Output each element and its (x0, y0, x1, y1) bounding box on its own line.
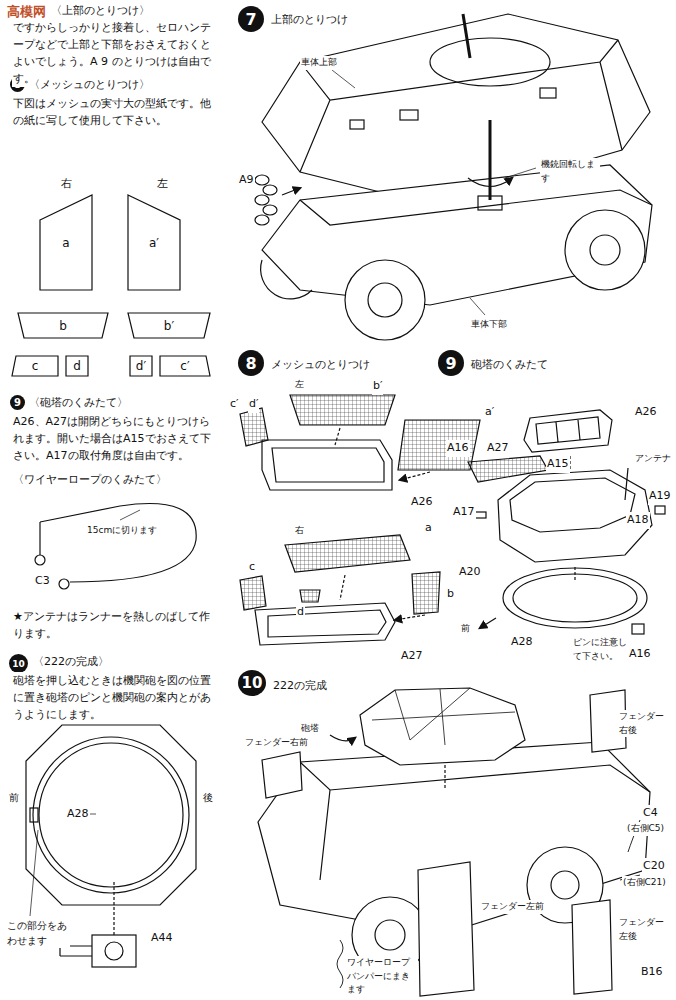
part-label: (右側C5) (626, 822, 665, 836)
part-label: A44 (150, 930, 174, 947)
part-label: 〈222の完成〉 (32, 654, 110, 671)
part-label: A18 (626, 512, 650, 529)
part-label: A20 (458, 564, 482, 581)
part-label: B16 (640, 964, 664, 981)
part-label: C3 (34, 573, 51, 590)
step-number: 7 (238, 6, 264, 32)
part-label: A17 (452, 504, 476, 521)
part-label: フェンダー左前 (480, 900, 545, 914)
part-label: 右 (294, 524, 305, 538)
mesh-letter: a′ (149, 236, 159, 250)
step-number: 10 (9, 654, 28, 673)
part-label: A27 (400, 648, 424, 665)
part-label: C20 (642, 858, 666, 875)
mesh-template: b′ (128, 313, 210, 338)
part-label: b′ (372, 378, 383, 395)
part-label: 〈上部のとりつけ〉 (50, 3, 151, 20)
step-number: 9 (10, 395, 25, 410)
mesh-letter: b′ (164, 319, 174, 333)
mesh-letter: c′ (180, 359, 189, 373)
part-label: 車体下部 (470, 318, 508, 332)
mesh-template: d (66, 356, 88, 376)
mesh-template: b (18, 313, 108, 338)
step-number-text: 8 (245, 354, 256, 373)
part-label: 左 (156, 176, 169, 193)
mesh-template: a′ (128, 195, 180, 290)
part-label: フェンダー左後 (618, 916, 670, 943)
part-label: 前 (8, 790, 20, 805)
mesh-template: d′ (130, 356, 152, 376)
part-label: 後 (202, 790, 214, 805)
part-label: 左 (294, 378, 305, 392)
mesh-letter: b (59, 319, 67, 333)
part-label: A19 (648, 488, 672, 505)
part-label: 砲塔 (300, 722, 320, 736)
step-number-text: 10 (242, 674, 263, 692)
part-label: この部分をあわせます (6, 918, 70, 948)
part-label: 上部のとりつけ (270, 12, 349, 29)
part-label: 車体上部 (300, 56, 338, 70)
part-label: 右 (60, 176, 73, 193)
mesh-template: c (12, 356, 58, 376)
instruction-text: 砲塔を押し込むときは機関砲を図の位置に置き砲塔のピンと機関砲の案内とがあうように… (12, 672, 219, 723)
part-label: 機銃回転します (540, 158, 600, 185)
part-label: A28 (510, 634, 534, 651)
mesh-letter: d (73, 359, 81, 373)
part-label: 15cmに切ります (86, 524, 158, 538)
part-label: ピンに注意して下さい。 (572, 636, 636, 663)
part-label: アンテナ (634, 452, 672, 466)
part-label: b (446, 586, 455, 603)
part-label: d (296, 604, 305, 621)
step-number: 8 (238, 350, 264, 376)
part-label: A9 (238, 172, 255, 189)
part-label: a′ (484, 404, 495, 421)
part-label: c (248, 559, 256, 576)
part-label: c′ (229, 396, 240, 413)
mesh-letter: a (62, 236, 69, 250)
part-label: C4 (642, 805, 659, 822)
part-label: 〈ワイヤーロープのくみたて〉 (12, 472, 168, 489)
mesh-template: a (40, 195, 92, 290)
part-label: フェンダー右前 (244, 736, 309, 750)
part-label: A27 (486, 440, 510, 457)
part-label: ワイヤーロープバンパーにまきます (346, 956, 418, 997)
part-label: A28 (66, 806, 90, 823)
instruction-text: 下図はメッシュの実寸大の型紙です。他の紙に写して使用して下さい。 (12, 95, 219, 129)
part-label: 〈砲塔のくみたて〉 (28, 395, 129, 412)
instruction-text: ★アンテナはランナーを熱しのばして作ります。 (12, 608, 219, 642)
part-label: A16 (446, 440, 470, 457)
part-label: 〈メッシュのとりつけ〉 (28, 77, 151, 94)
part-label: A26 (410, 494, 434, 511)
step-number-text: 7 (245, 10, 256, 29)
part-label: A15 (546, 456, 570, 473)
part-label: A16 (628, 646, 652, 663)
part-label: 砲塔のくみたて (470, 357, 549, 374)
part-label: 前 (460, 622, 471, 636)
mesh-template: c′ (160, 356, 210, 376)
step-number-text: 9 (14, 397, 21, 408)
part-label: メッシュのとりつけ (270, 357, 371, 374)
instruction-text: A26、A27は開閉どちらにもとりつけられます。開いた場合はA15でおさえて下さ… (12, 413, 219, 464)
part-label: (右側C21) (622, 876, 667, 890)
step-number-text: 10 (12, 659, 25, 669)
part-label: 222の完成 (272, 678, 328, 695)
part-label: d′ (248, 396, 259, 413)
part-label: a (424, 520, 433, 537)
part-label: フェンダー右後 (618, 710, 670, 737)
part-label: A26 (634, 404, 658, 421)
step-number: 10 (238, 670, 266, 696)
mesh-letter: c (32, 359, 39, 373)
step-number-text: 9 (445, 354, 456, 373)
mesh-letter: d′ (136, 359, 146, 373)
step-number: 9 (438, 350, 464, 376)
